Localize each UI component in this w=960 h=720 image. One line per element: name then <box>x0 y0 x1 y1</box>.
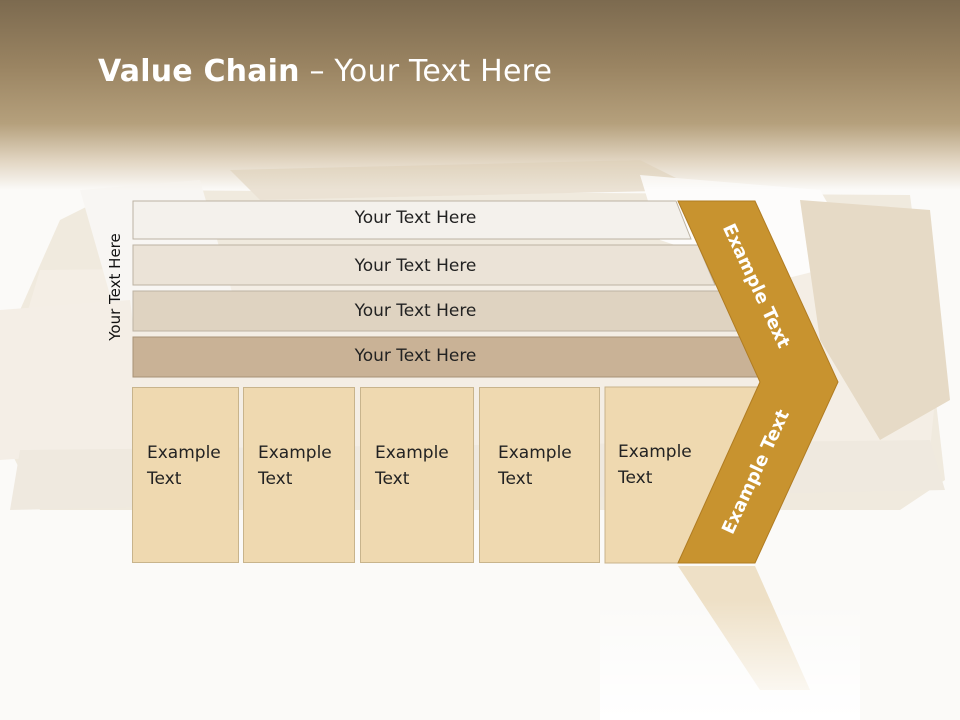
band-label-3: Your Text Here <box>354 301 477 321</box>
column-5-line2: Text <box>618 468 653 488</box>
header-band <box>0 0 960 190</box>
page-title: Value Chain – Your Text Here <box>98 54 552 89</box>
column-4-line2: Text <box>498 469 533 489</box>
column-1-line1: Example <box>147 443 221 463</box>
column-1-line2: Text <box>147 469 182 489</box>
column-2-line1: Example <box>258 443 332 463</box>
title-rest: – Your Text Here <box>299 54 553 89</box>
band-label-2: Your Text Here <box>354 256 477 276</box>
column-3-line1: Example <box>375 443 449 463</box>
column-5-line1: Example <box>618 442 692 462</box>
column-2-line2: Text <box>258 469 293 489</box>
column-4-line1: Example <box>498 443 572 463</box>
band-1-shape <box>132 200 692 240</box>
reflection-fade <box>600 600 860 720</box>
band-label-4: Your Text Here <box>354 346 477 366</box>
title-bold: Value Chain <box>98 54 300 89</box>
chevron-shape <box>677 200 839 564</box>
column-3-line2: Text <box>375 469 410 489</box>
band-2-shape <box>132 244 716 286</box>
band-label-1: Your Text Here <box>354 208 477 228</box>
vertical-label: Your Text Here <box>106 233 124 341</box>
